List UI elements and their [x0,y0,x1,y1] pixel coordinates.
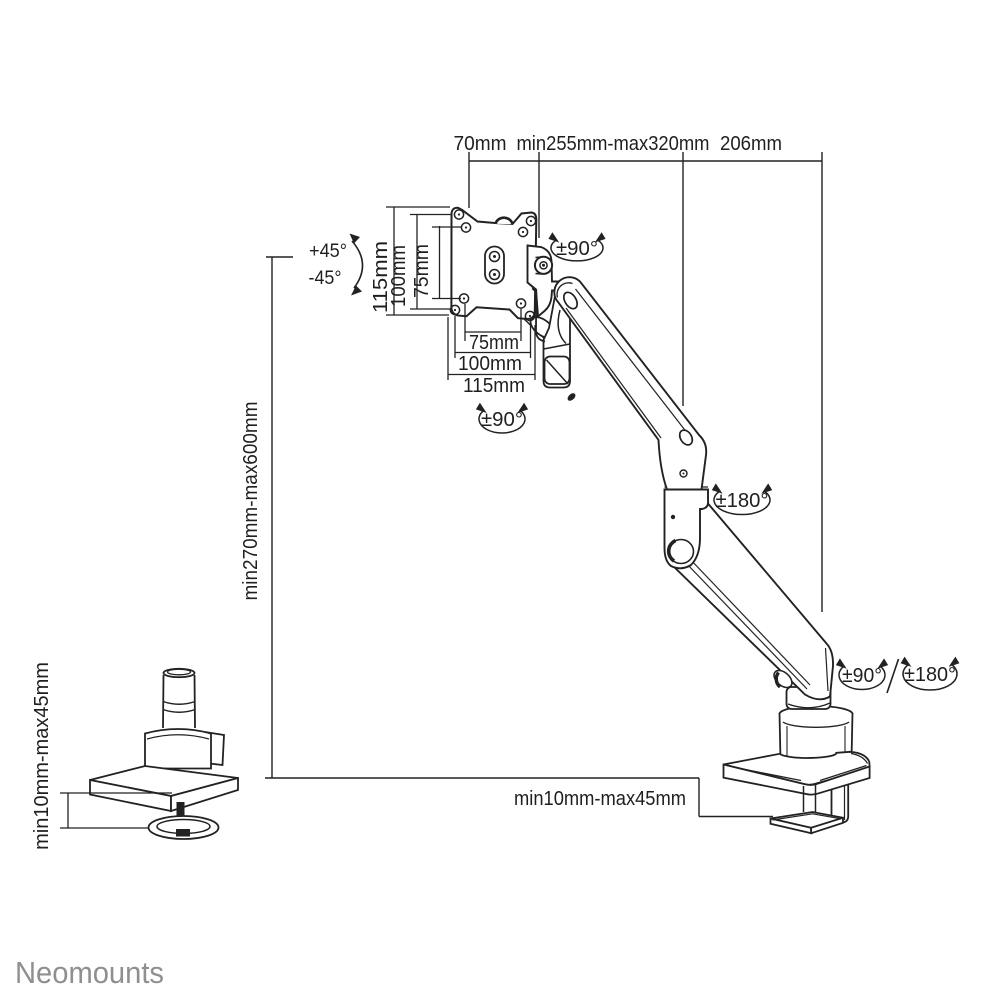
svg-text:115mm: 115mm [370,241,392,313]
svg-text:±90°: ±90° [481,409,523,431]
svg-text:100mm: 100mm [388,245,410,307]
svg-text:-45°: -45° [309,268,342,289]
svg-text:min10mm-max45mm: min10mm-max45mm [31,662,53,850]
svg-text:75mm: 75mm [469,332,519,354]
svg-text:70mm: 70mm [454,133,507,155]
svg-text:100mm: 100mm [458,353,522,375]
svg-text:115mm: 115mm [463,375,525,397]
svg-text:75mm: 75mm [411,244,433,298]
svg-text:+45°: +45° [309,241,347,262]
svg-text:±180°: ±180° [716,490,769,512]
svg-text:±90°: ±90° [842,665,882,687]
svg-text:±90°: ±90° [556,238,598,260]
svg-text:min10mm-max45mm: min10mm-max45mm [514,788,686,810]
svg-text:min270mm-max600mm: min270mm-max600mm [240,402,262,601]
svg-text:Neomounts: Neomounts [15,955,164,990]
svg-text:min255mm-max320mm: min255mm-max320mm [517,133,710,155]
svg-text:±180°: ±180° [904,664,956,686]
svg-text:206mm: 206mm [720,133,782,155]
